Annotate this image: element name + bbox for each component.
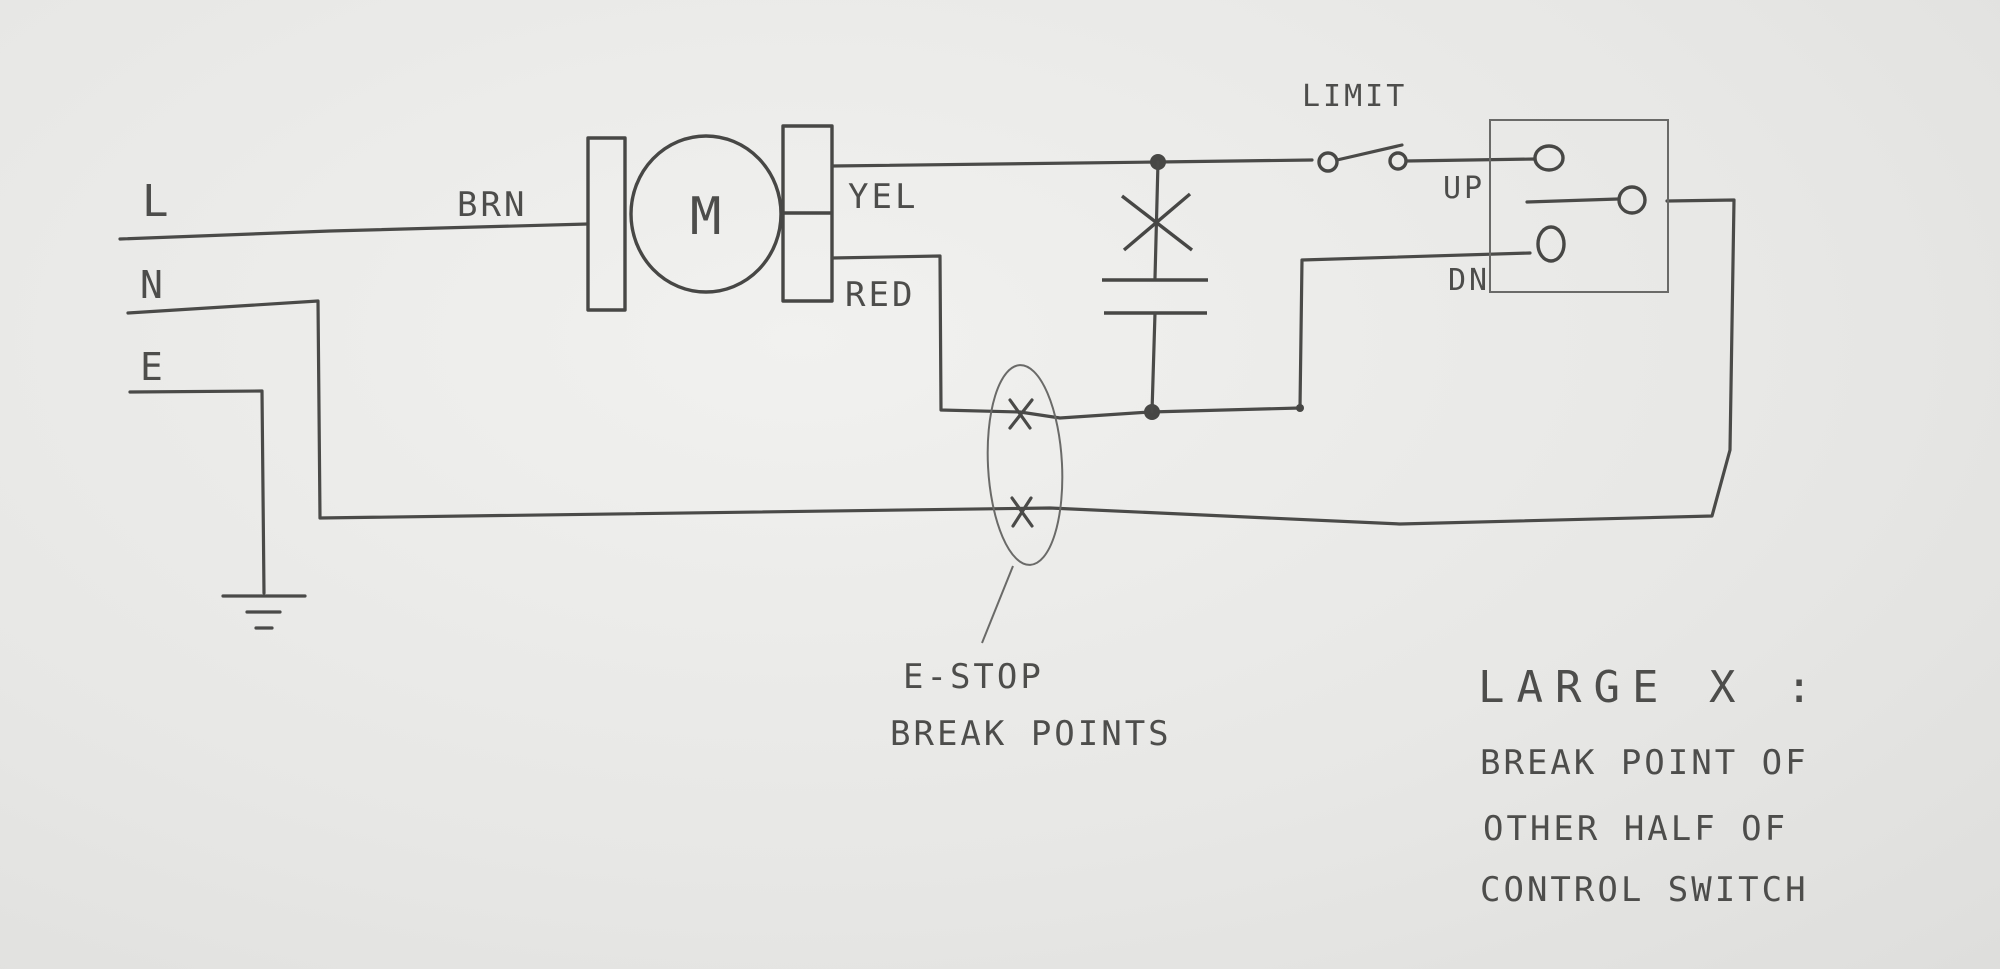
label-brown-wire: BRN xyxy=(457,185,527,225)
neutral-wire xyxy=(126,198,1736,526)
label-earth: E xyxy=(140,345,166,389)
estop-callout-leader xyxy=(981,565,1014,644)
label-switch-down: DN xyxy=(1448,263,1490,298)
estop-callout-ellipse xyxy=(986,364,1064,566)
live-wire xyxy=(118,222,590,241)
legend-line2: OTHER HALF OF xyxy=(1483,809,1788,849)
label-red-wire: RED xyxy=(845,275,915,315)
label-line: L xyxy=(142,176,172,227)
motor xyxy=(586,124,834,312)
earth-wire xyxy=(128,389,266,595)
label-estop-line2: BREAK POINTS xyxy=(890,714,1172,754)
junction-right xyxy=(1296,404,1304,412)
motor-terminal-left xyxy=(586,136,627,312)
control-switch xyxy=(1489,119,1669,293)
switch-up-contact xyxy=(1533,144,1565,172)
yellow-wire xyxy=(830,158,1314,168)
label-switch-up: UP xyxy=(1443,171,1485,206)
large-x-break-point xyxy=(1120,192,1194,252)
legend-line1: BREAK POINT OF xyxy=(1480,743,1809,783)
limit-switch xyxy=(1317,143,1537,173)
capacitor xyxy=(1102,160,1208,414)
legend-line3: CONTROL SWITCH xyxy=(1480,870,1809,910)
label-motor: M xyxy=(690,187,724,247)
switch-down-contact xyxy=(1536,225,1566,263)
label-yellow-wire: YEL xyxy=(848,177,918,217)
control-switch-housing xyxy=(1489,119,1669,293)
motor-winding xyxy=(629,134,783,294)
label-neutral: N xyxy=(140,263,166,307)
estop-break-points xyxy=(981,364,1064,644)
label-limit: LIMIT xyxy=(1302,79,1407,114)
down-lead-wire xyxy=(1298,251,1532,410)
switch-common-contact xyxy=(1617,185,1647,215)
ground-symbol xyxy=(221,594,307,630)
label-estop-line1: E-STOP xyxy=(903,657,1044,697)
legend-title: LARGE X : xyxy=(1478,662,1824,713)
